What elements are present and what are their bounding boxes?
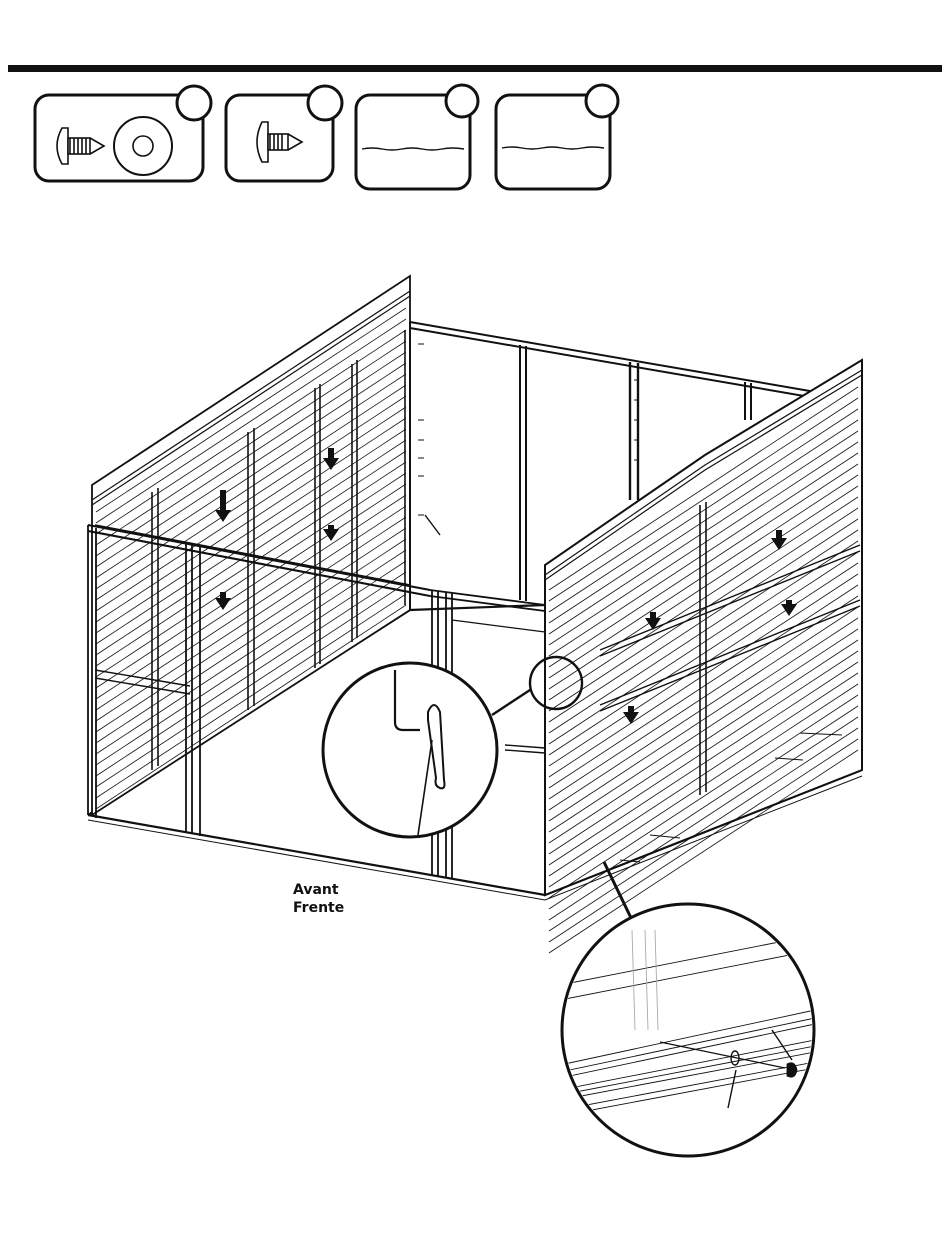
detail-clip-magnified <box>323 663 497 837</box>
front-label-spanish: Frente <box>293 899 344 917</box>
shed-drawing <box>88 276 862 953</box>
parts-box-3 <box>356 85 478 189</box>
rod-icon <box>502 147 604 149</box>
screw-icon <box>257 122 302 162</box>
screw-washer-icon <box>57 117 172 175</box>
detail-base-magnified <box>560 904 815 1156</box>
parts-box-4 <box>496 85 618 189</box>
header-rule <box>8 65 942 72</box>
front-label-french: Avant <box>293 881 339 899</box>
rod-icon <box>362 148 464 150</box>
